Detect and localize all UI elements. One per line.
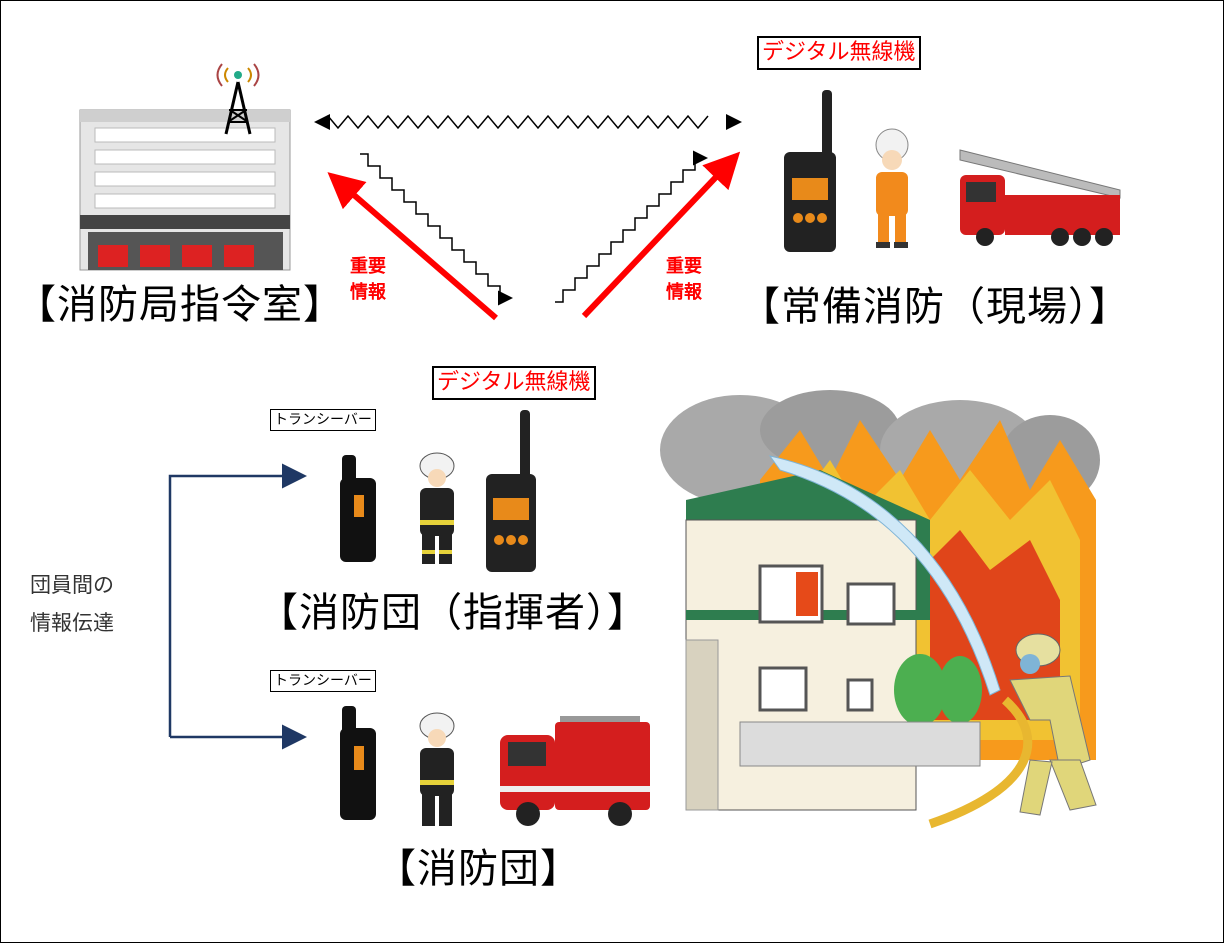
important-info-right-line2: 情報 [666,282,702,303]
right-staircase-link [555,150,708,303]
digital-radio-icon [784,90,836,252]
red-arrow-to-jobi [581,151,741,319]
commander-label: 【消防団（指揮者）】 [258,590,648,636]
fire-brigade-label: 【消防団】 [376,846,581,892]
ladder-truck-icon [959,149,1121,246]
firefighter-icon [419,712,455,826]
important-info-left-line2: 情報 [350,282,386,303]
transceiver-label-2: トランシーバー [270,670,376,692]
red-arrow-to-dispatch [327,172,498,321]
firefighter-icon [419,452,455,564]
important-info-left: 重要 情報 [350,254,386,306]
important-info-right: 重要 情報 [666,254,702,306]
transceiver-link-top [168,463,307,737]
house-fire-illustration [660,390,1100,829]
jobi-label: 【常備消防（現場）】 [740,284,1130,330]
left-staircase-link [360,153,513,306]
side-note: 団員間の 情報伝達 [30,566,114,642]
transceiver-label-1: トランシーバー [270,409,376,431]
digital-radio-icon [486,410,536,572]
top-link-right-head [726,114,742,130]
side-note-line2: 情報伝達 [30,611,114,635]
digital-radio-label-mid: デジタル無線機 [432,366,596,400]
side-note-line1: 団員間の [30,573,114,597]
transceiver-icon [340,455,376,562]
radio-tower-icon [216,63,260,135]
fire-station-building [79,109,291,271]
top-link-left-head [314,114,330,130]
firefighter-icon [875,128,909,248]
fire-pump-truck-icon [500,716,650,826]
important-info-right-line1: 重要 [666,256,702,277]
important-info-left-line1: 重要 [350,256,386,277]
top-radio-link [317,114,709,130]
dispatch-center-label: 【消防局指令室】 [16,282,344,328]
transceiver-icon [340,706,376,820]
digital-radio-label-top: デジタル無線機 [757,36,921,70]
